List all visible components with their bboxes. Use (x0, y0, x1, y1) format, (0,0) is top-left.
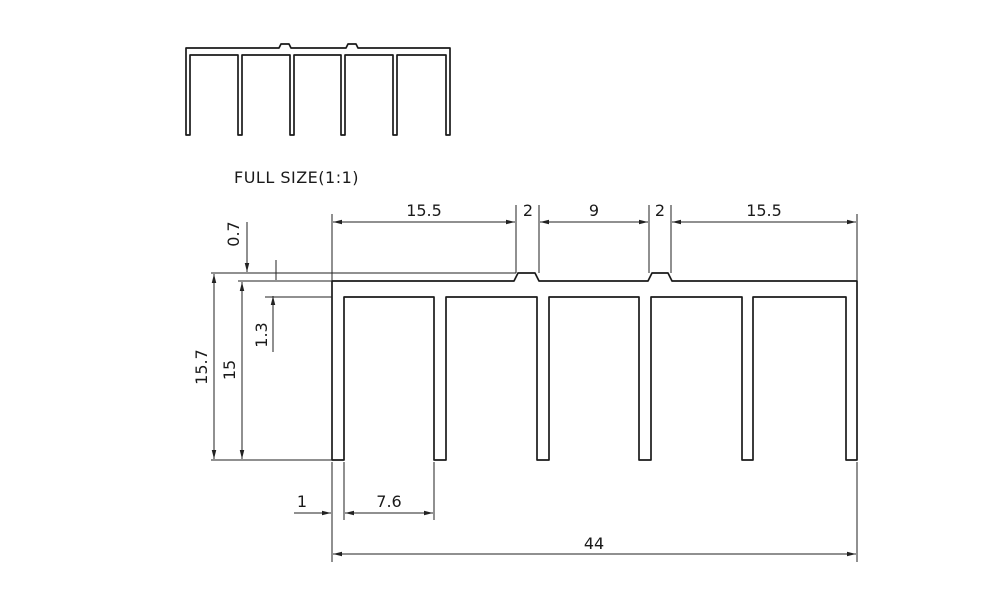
dim-center-width: 9 (589, 201, 599, 220)
dim-top-right-width: 15.5 (746, 201, 782, 220)
left-dimensions: 0.7 1.3 15.7 15 (192, 221, 516, 461)
full-size-profile (185, 43, 451, 136)
dim-total-height: 15.7 (192, 349, 211, 385)
scale-caption: FULL SIZE(1:1) (234, 168, 359, 187)
top-dimensions: 15.5 2 9 2 15.5 (331, 201, 858, 281)
dim-notch-height: 0.7 (224, 221, 243, 246)
dim-fin-gap: 7.6 (376, 492, 401, 511)
dim-notch-right: 2 (655, 201, 665, 220)
dim-base-thickness: 1.3 (252, 322, 271, 347)
bottom-dimensions: 1 7.6 44 (294, 462, 858, 562)
full-size-outline (185, 43, 451, 136)
heatsink-outline (331, 272, 858, 461)
dim-notch-left: 2 (523, 201, 533, 220)
dim-total-width: 44 (584, 534, 604, 553)
dim-body-height: 15 (220, 360, 239, 380)
main-profile (331, 272, 858, 461)
dim-fin-thickness: 1 (297, 492, 307, 511)
dim-top-left-width: 15.5 (406, 201, 442, 220)
